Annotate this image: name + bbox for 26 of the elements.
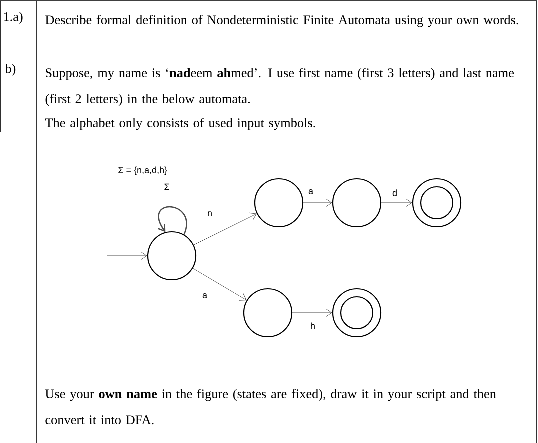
state-circle (147, 231, 197, 281)
item-number: 1.a) (4, 12, 23, 24)
alphabet-label: Σ = {n,a,d,h} (118, 166, 168, 176)
state-circle (254, 178, 304, 228)
question-text: The alphabet only consists of used input symbols. (45, 118, 316, 130)
transition-arrow (194, 212, 257, 246)
question-text: Suppose, my name is ‘nadeem ahmed’. I use first name (first 3 letters) and last name (first 2 letters) in the below automata. (46, 68, 514, 106)
edge-label: a (202, 292, 208, 300)
state-circle (243, 288, 293, 338)
edge-label: a (308, 188, 314, 196)
edge-label: n (206, 210, 214, 218)
start-arrow (107, 252, 148, 260)
question-text: Use your own name in the figure (states are fixed), draw it in your script and then convert it into DFA. (46, 389, 496, 425)
question-text: Describe formal definition of Nondeterministic Finite Automata using your own words. (46, 15, 518, 28)
transition-arrow (303, 198, 332, 208)
edge-label: h (310, 322, 316, 330)
transition-arrow (192, 268, 247, 301)
edge-label: Σ (163, 182, 171, 192)
transition-arrow (292, 308, 332, 318)
item-number: b) (5, 64, 16, 76)
accept-state (412, 178, 462, 228)
accept-state (332, 288, 382, 338)
edge-label: d (392, 188, 398, 198)
state-circle (332, 178, 382, 228)
transition-arrow (381, 198, 412, 208)
self-loop-arrow (158, 206, 188, 235)
